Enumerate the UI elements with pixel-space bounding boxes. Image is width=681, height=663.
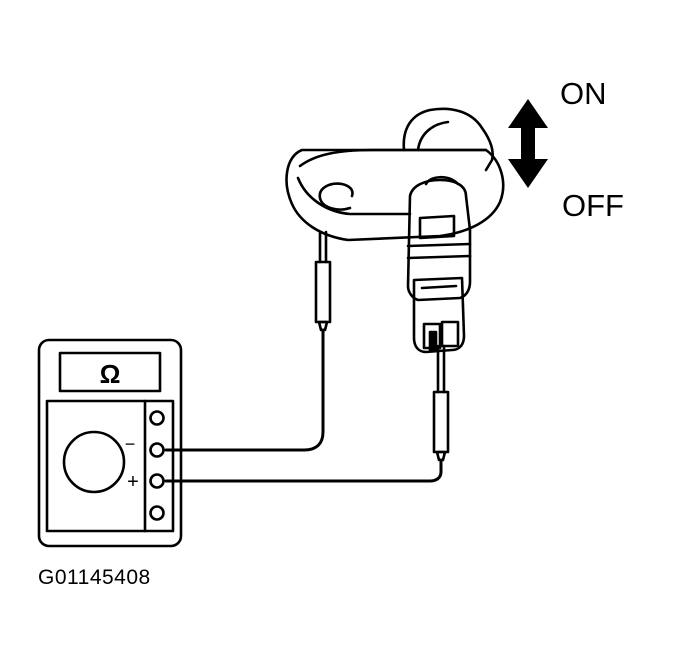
ohmmeter (37, 338, 183, 548)
jack-4 (149, 505, 165, 521)
probe-right (432, 344, 450, 462)
mounting-hole (318, 182, 354, 211)
meter-display-symbol: Ω (100, 359, 121, 389)
mounting-plate (285, 148, 505, 242)
terminal-minus-label: − (125, 434, 136, 454)
terminal-plus-label: + (127, 471, 139, 493)
lead-positive (164, 458, 443, 483)
state-on-label: ON (560, 76, 607, 111)
lead-negative (164, 328, 325, 452)
meter-case (37, 338, 183, 548)
meter-display (58, 351, 162, 393)
switch-travel-arrow-icon (508, 99, 548, 188)
probe-left (314, 230, 332, 332)
state-off-label: OFF (562, 188, 624, 223)
switch-boot (402, 107, 494, 172)
connector-plug (412, 276, 466, 354)
terminal-slot-right (440, 320, 460, 348)
figure-code: G01145408 (38, 566, 151, 589)
jack-negative (149, 442, 165, 458)
jack-positive (149, 473, 165, 489)
meter-dial (62, 430, 126, 494)
connector-housing (406, 178, 472, 302)
door-switch (285, 107, 505, 354)
meter-panel (45, 399, 175, 533)
jack-1 (149, 410, 165, 426)
